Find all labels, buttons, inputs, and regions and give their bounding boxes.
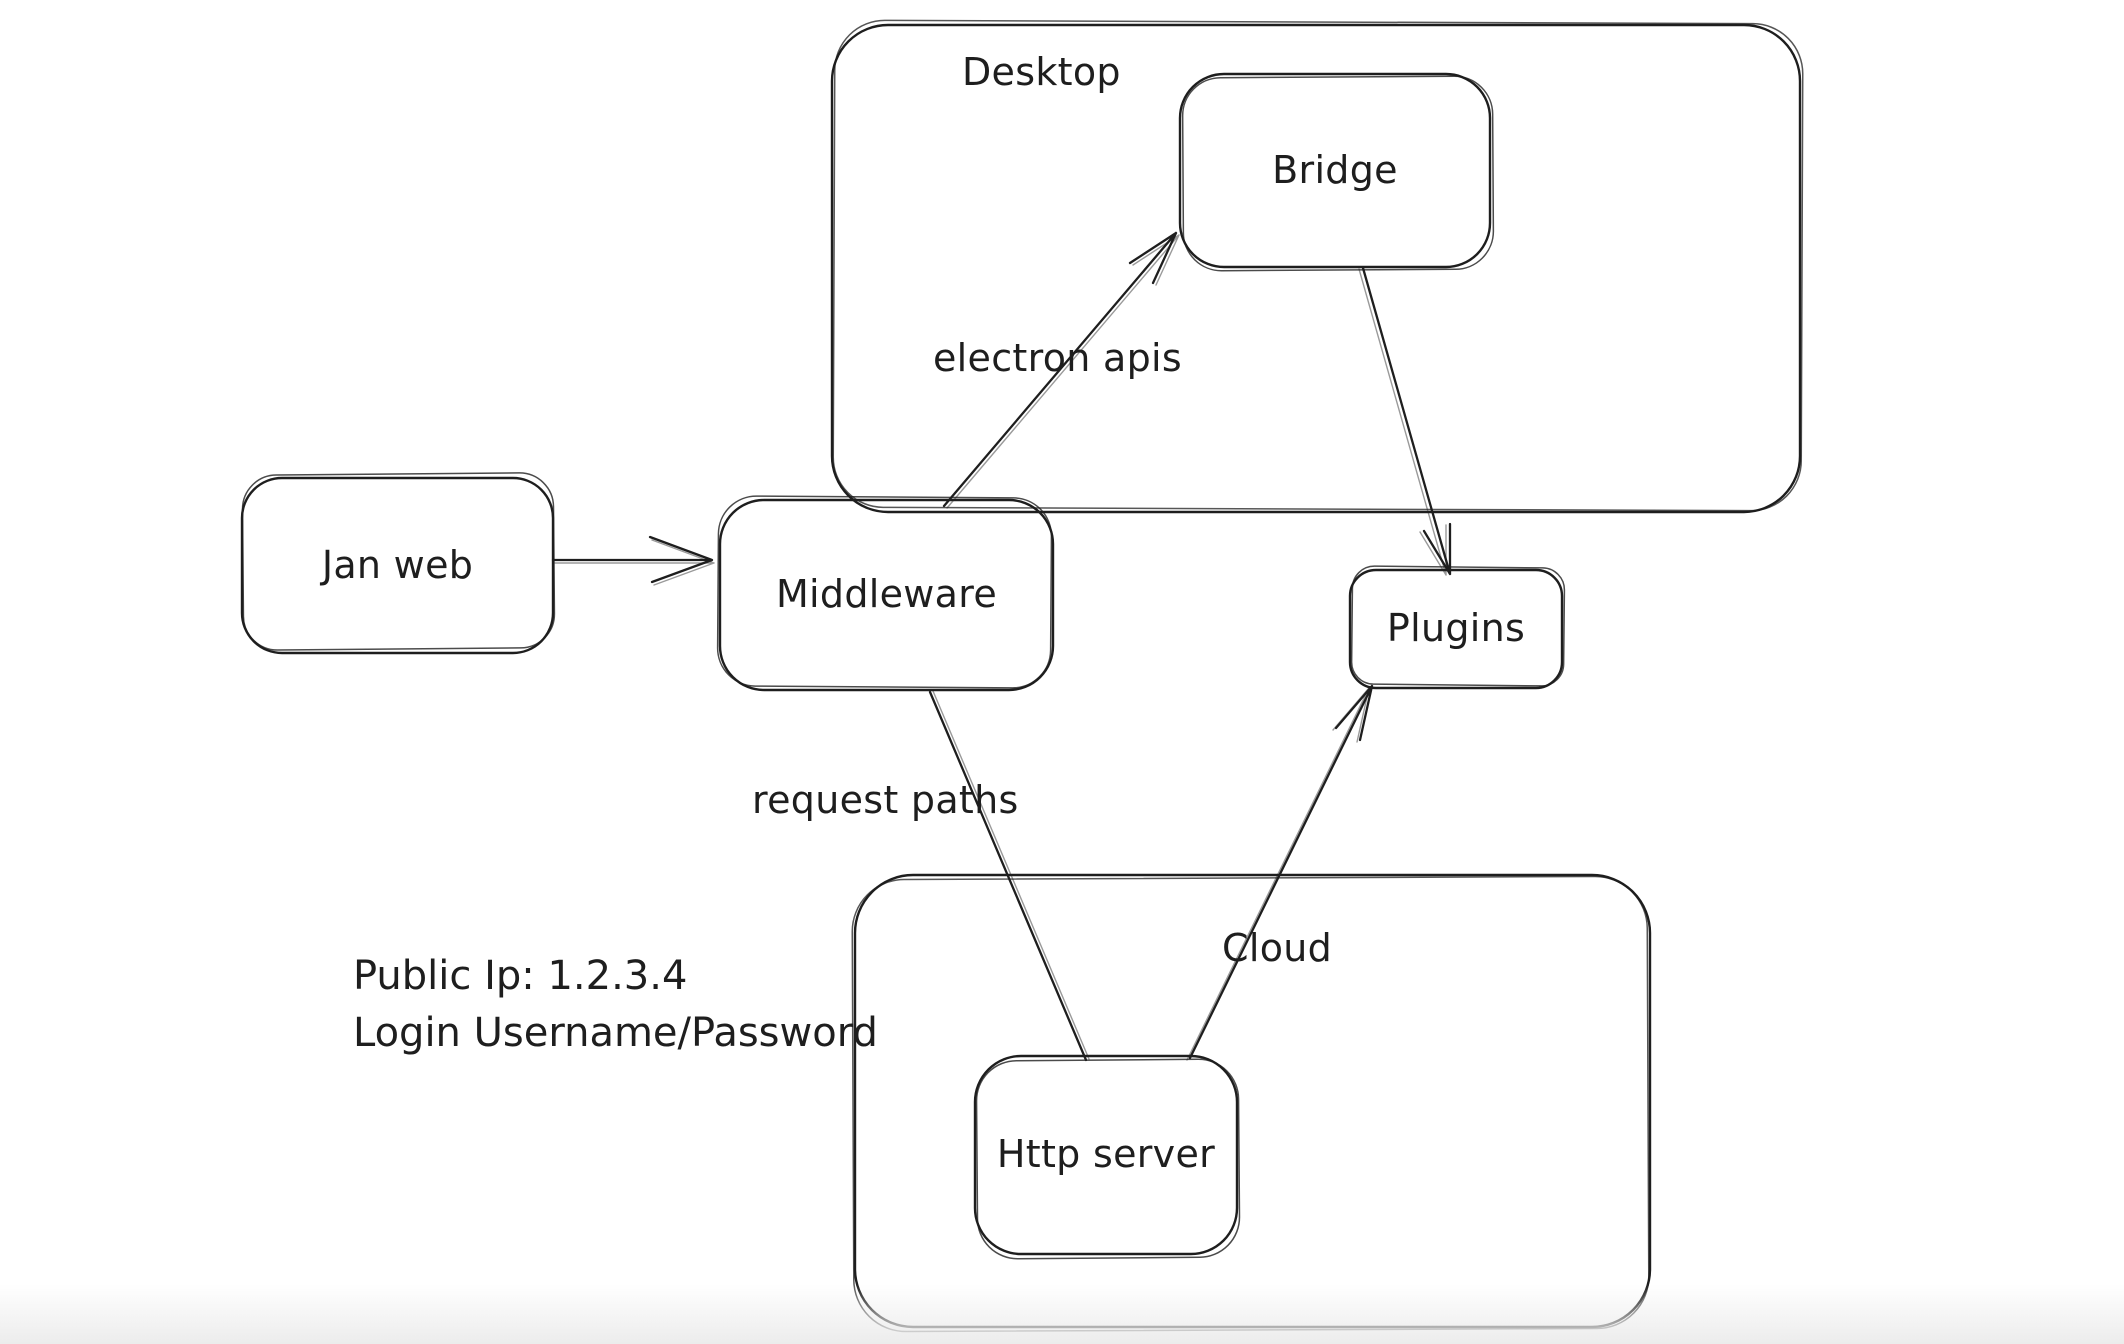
node-middleware-sketch-stroke [716, 495, 1053, 689]
edge-middleware-to-bridge[interactable] [942, 231, 1180, 509]
container-desktop-sketch-stroke [832, 19, 1804, 512]
container-cloud-label: Cloud [1222, 926, 1333, 970]
edge-http-server-to-plugins-line [1188, 684, 1374, 1060]
annotation-public-ip-line: Public Ip: 1.2.3.4 [353, 953, 688, 999]
node-bridge-sketch-stroke [1181, 75, 1495, 272]
node-middleware-shape[interactable] [716, 495, 1055, 692]
node-jan-web-stroke [240, 476, 555, 655]
edge-bridge-to-plugins-sketch [1358, 268, 1447, 576]
edge-middleware-to-http-server-sketch [932, 690, 1090, 1060]
container-desktop-stroke [830, 23, 1802, 514]
node-bridge-shape[interactable] [1178, 72, 1495, 272]
container-desktop-shape[interactable] [830, 19, 1804, 514]
edge-http-server-to-plugins-sketch [1186, 687, 1370, 1061]
edge-middleware-to-http-server[interactable] [928, 690, 1090, 1062]
edge-middleware-to-bridge-sketch [946, 234, 1180, 509]
edge-label-request-paths: request paths [752, 778, 1019, 822]
edge-bridge-to-plugins[interactable] [1358, 266, 1452, 576]
node-plugins-label: Plugins [1386, 606, 1526, 651]
node-plugins-stroke [1348, 568, 1564, 690]
edge-bridge-to-plugins-line [1361, 266, 1452, 576]
node-middleware-label: Middleware [775, 572, 998, 617]
annotation-login-line: Login Username/Password [353, 1010, 878, 1056]
node-middleware-stroke [718, 498, 1055, 692]
node-bridge-stroke [1178, 72, 1492, 269]
edge-jan-web-to-middleware-sketch [554, 539, 715, 586]
container-desktop-label: Desktop [962, 50, 1121, 94]
edge-label-electron-apis: electron apis [933, 336, 1182, 380]
node-http-server-label: Http server [996, 1132, 1216, 1177]
annotation-credentials-text[interactable]: Public Ip: 1.2.3.4 Login Username/Passwo… [353, 948, 878, 1062]
edge-jan-web-to-middleware[interactable] [551, 535, 715, 586]
node-http-server-stroke [973, 1054, 1239, 1256]
node-plugins-shape[interactable] [1348, 565, 1566, 690]
node-jan-web-label: Jan web [321, 542, 474, 587]
node-http-server-sketch-stroke [975, 1058, 1241, 1260]
edge-http-server-to-plugins[interactable] [1186, 684, 1374, 1061]
node-bridge-label: Bridge [1272, 147, 1398, 192]
node-http-server-shape[interactable] [973, 1054, 1241, 1260]
edge-middleware-to-bridge-line [942, 231, 1178, 508]
node-plugins-sketch-stroke [1350, 565, 1566, 687]
edge-jan-web-to-middleware-line [551, 535, 714, 584]
edge-middleware-to-http-server-line [928, 690, 1088, 1062]
